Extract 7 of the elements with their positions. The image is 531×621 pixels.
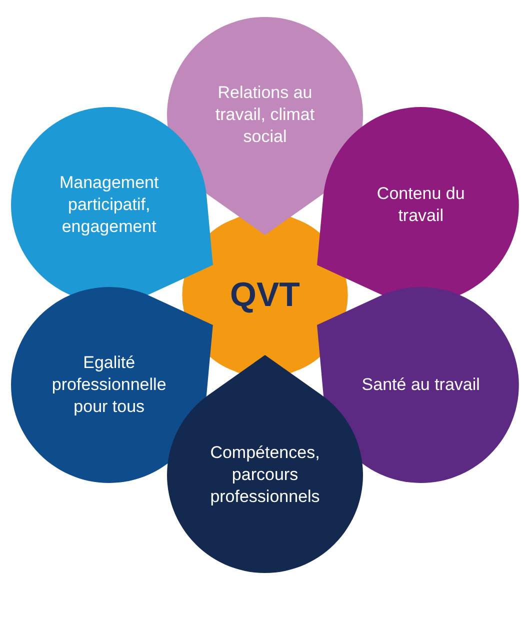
petal-label: Egalité professionnelle pour tous	[50, 352, 168, 418]
petal-label: Relations au travail, climat social	[214, 82, 316, 148]
petal-label: Santé au travail	[360, 374, 481, 396]
center-label: QVT	[229, 276, 301, 314]
petal-label: Management participatif, engagement	[58, 172, 160, 238]
petal-label: Compétences, parcours professionnels	[209, 442, 321, 508]
petal-label: Contenu du travail	[376, 183, 466, 227]
